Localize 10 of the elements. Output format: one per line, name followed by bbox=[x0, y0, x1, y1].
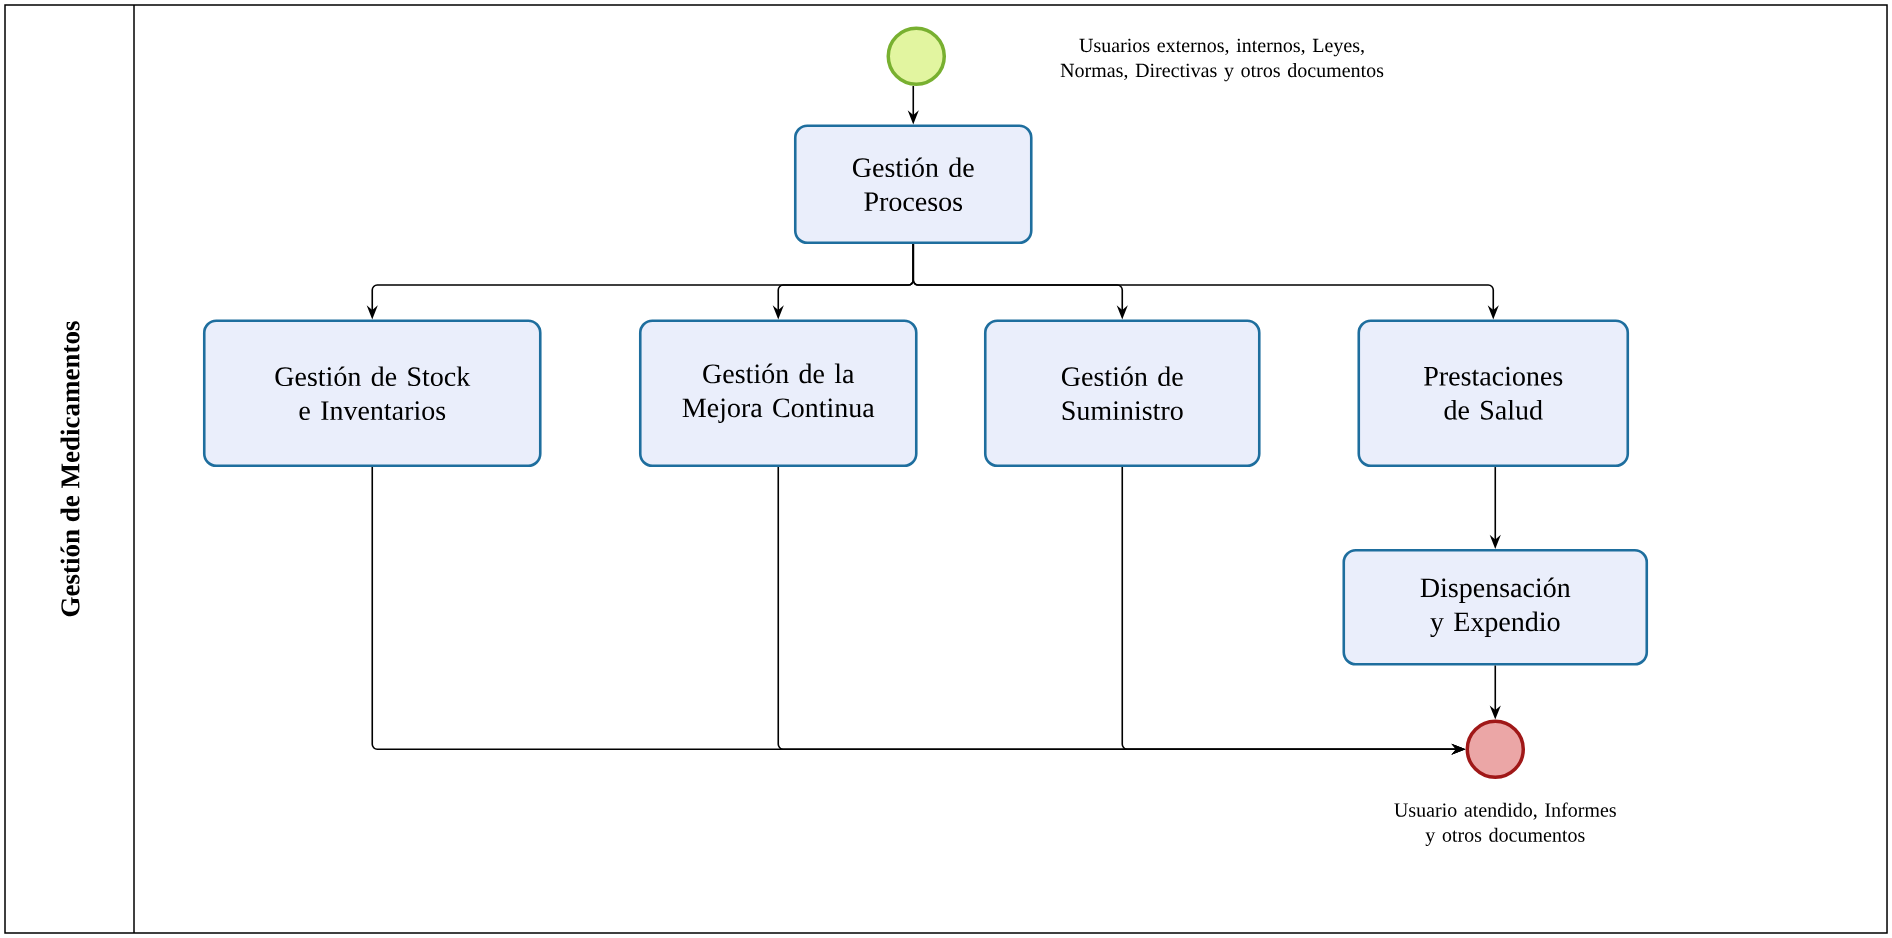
start-event-circle bbox=[886, 26, 946, 86]
process-box: Gestión de la Mejora Continua bbox=[638, 319, 918, 468]
process-box: Gestión de Procesos bbox=[793, 124, 1033, 245]
note-text: Usuarios externos, internos, Leyes, Normas, Directivas y otros documentos bbox=[1060, 38, 1384, 82]
process-box: Gestión de Stock e Inventarios bbox=[202, 319, 542, 468]
process-box: Prestaciones de Salud bbox=[1357, 319, 1630, 468]
lane-title: Gestión de Medicamentos bbox=[60, 321, 80, 617]
process-box: Dispensación y Expendio bbox=[1342, 548, 1649, 666]
event-caption: Usuario atendido, Informes y otros documentos bbox=[1394, 802, 1616, 846]
process-box: Gestión de Suministro bbox=[983, 319, 1261, 468]
